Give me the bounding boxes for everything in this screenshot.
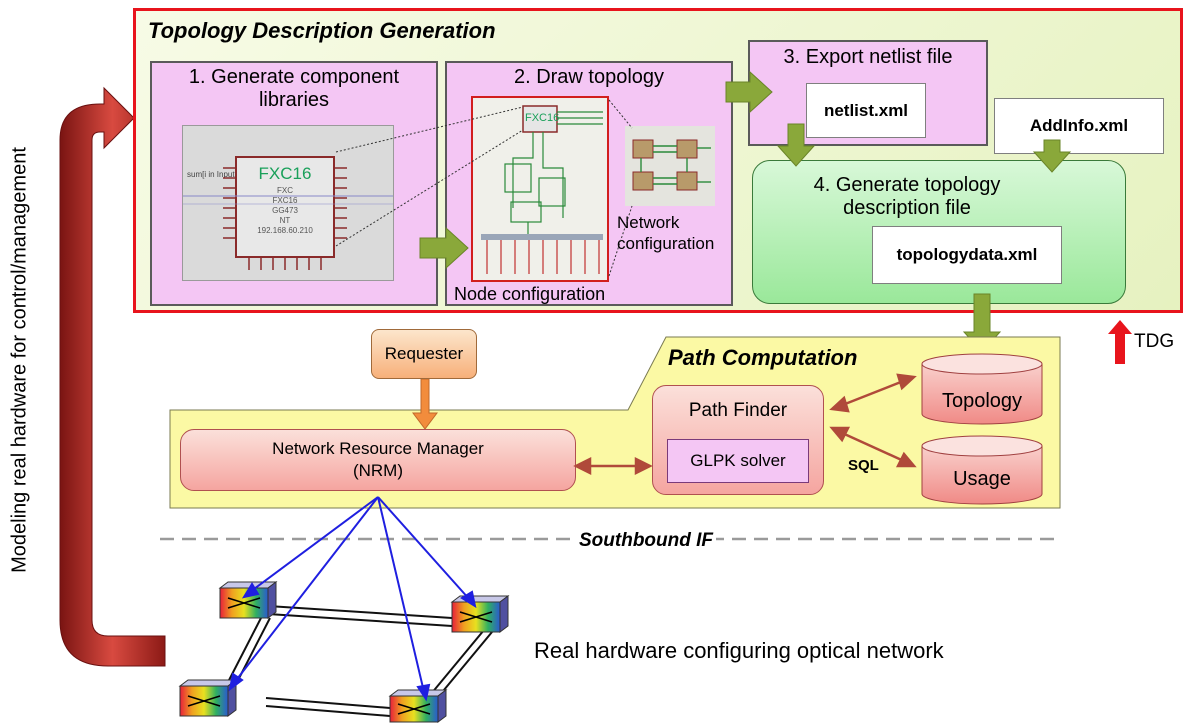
arrow-addinfo-to-step4 (1032, 139, 1072, 173)
nrm-label-line2: (NRM) (352, 461, 404, 480)
path-finder-label: Path Finder (688, 400, 788, 421)
thumb-ip: 192.168.60.210 (257, 226, 313, 235)
node-fxc-label: FXC16 (525, 112, 560, 124)
netlist-file: netlist.xml (806, 83, 926, 138)
node-config-label: Node configuration (454, 284, 606, 304)
step1-title-line2: libraries (258, 89, 330, 111)
thumb-sub1: FXC (277, 186, 293, 195)
component-library-thumbnail: sum[i in InputPort, c[i, j] in InputPort… (182, 125, 394, 281)
nrm-box[interactable]: Network Resource Manager (NRM) (180, 429, 576, 491)
node-configuration-frame: FXC16 (471, 96, 609, 282)
nrm-label-line1: Network Resource Manager (272, 439, 484, 458)
glpk-solver-box[interactable]: GLPK solver (667, 439, 809, 483)
optical-switch-icon (450, 595, 510, 633)
arrow-step2-to-step3 (725, 70, 773, 114)
thumb-pins (183, 167, 393, 270)
topology-db-icon (921, 353, 1043, 425)
thumb-component: FXC16 FXC FXC16 GG473 NT 192.168.60.210 (235, 156, 335, 258)
thumb-sub3: GG473 (272, 206, 298, 215)
database-icons (573, 353, 1043, 505)
path-computation-title: Path Computation (668, 345, 858, 370)
requester-arrow (412, 379, 438, 429)
step4-title-line2: description file (843, 197, 971, 219)
topology-db-label: Topology (941, 390, 1023, 412)
step2-title: 2. Draw topology (513, 66, 665, 88)
thumb-sub2: FXC16 (272, 196, 298, 205)
dotted-guides (335, 99, 633, 277)
sql-label: SQL (848, 457, 879, 474)
topologydata-file: topologydata.xml (872, 226, 1062, 284)
southbound-label: Southbound IF (576, 530, 717, 552)
node-schematic (481, 105, 603, 274)
usage-db-label: Usage (953, 468, 1011, 490)
arrow-step1-to-step2 (419, 226, 469, 270)
step3-title: 3. Export netlist file (783, 46, 953, 68)
glpk-solver-label: GLPK solver (690, 451, 786, 470)
network-configuration-schematic (625, 126, 715, 206)
tdg-tag: TDG (1134, 331, 1175, 352)
usage-db-icon (921, 435, 1043, 505)
hardware-caption: Real hardware configuring optical networ… (534, 638, 944, 663)
requester-label: Requester (384, 344, 464, 363)
addinfo-file: AddInfo.xml (994, 98, 1164, 154)
tdg-up-arrow-icon (1108, 320, 1132, 364)
tdg-title: Topology Description Generation (148, 18, 496, 43)
feedback-curve-arrow (59, 86, 166, 667)
optical-switch-icon (178, 679, 238, 717)
optical-switch-icon (388, 689, 448, 723)
thumb-component-name: FXC16 (258, 164, 312, 183)
network-config-label-1: Network (617, 213, 680, 232)
thumb-sub4: NT (279, 216, 291, 225)
optical-switch-icon (218, 581, 278, 619)
network-config-label-2: configuration (617, 234, 715, 253)
arrow-step3-to-step4 (776, 123, 816, 167)
step4-title-line1: 4. Generate topology (813, 174, 1001, 196)
step1-title-line1: 1. Generate component (188, 66, 400, 88)
